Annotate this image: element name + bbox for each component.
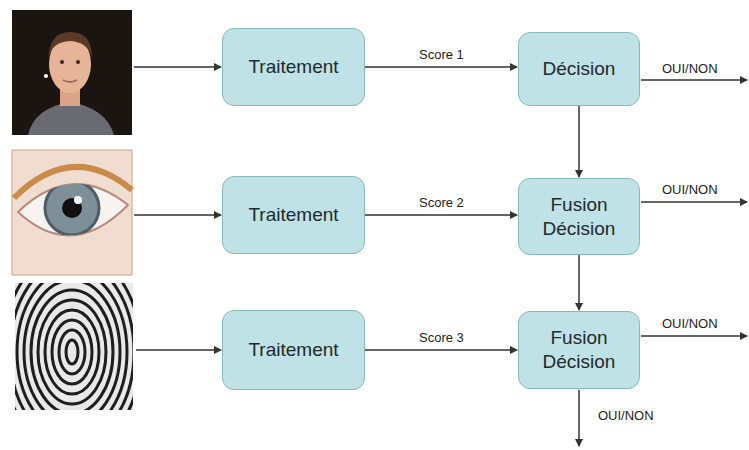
process-box: Traitement: [222, 28, 365, 106]
output-label: OUI/NON: [660, 316, 720, 332]
fingerprint-photo: [3, 250, 141, 450]
output-label: OUI/NON: [660, 182, 720, 198]
output-label: OUI/NON: [660, 61, 720, 77]
output-label: OUI/NON: [596, 408, 656, 424]
output-arrow: [641, 201, 747, 203]
box-text: Traitement: [248, 338, 338, 362]
input-arrow: [136, 349, 221, 351]
process-box: Traitement: [222, 176, 365, 254]
score-label: Score 1: [417, 47, 466, 63]
box-text: Traitement: [248, 203, 338, 227]
output-arrow: [641, 335, 747, 337]
face-photo: [12, 10, 132, 135]
connector-arrow: [578, 255, 580, 310]
connector-arrow: [578, 106, 580, 177]
input-arrow: [134, 214, 221, 216]
connector-arrow: [365, 349, 517, 351]
connector-arrow: [365, 214, 517, 216]
box-text: Décision: [543, 57, 616, 81]
process-box: Traitement: [222, 310, 365, 390]
connector-arrow: [365, 66, 517, 68]
process-box: Fusion Décision: [518, 311, 640, 389]
score-label: Score 2: [417, 195, 466, 211]
process-box: Fusion Décision: [518, 178, 640, 255]
box-text: Fusion Décision: [529, 193, 629, 241]
process-box: Décision: [518, 32, 640, 106]
box-text: Traitement: [248, 55, 338, 79]
output-arrow: [641, 79, 747, 81]
output-arrow: [578, 390, 580, 446]
box-text: Fusion Décision: [529, 326, 629, 374]
io-wires: [134, 67, 747, 446]
score-label: Score 3: [417, 330, 466, 346]
input-arrow: [134, 66, 221, 68]
eye-photo: [12, 150, 132, 275]
